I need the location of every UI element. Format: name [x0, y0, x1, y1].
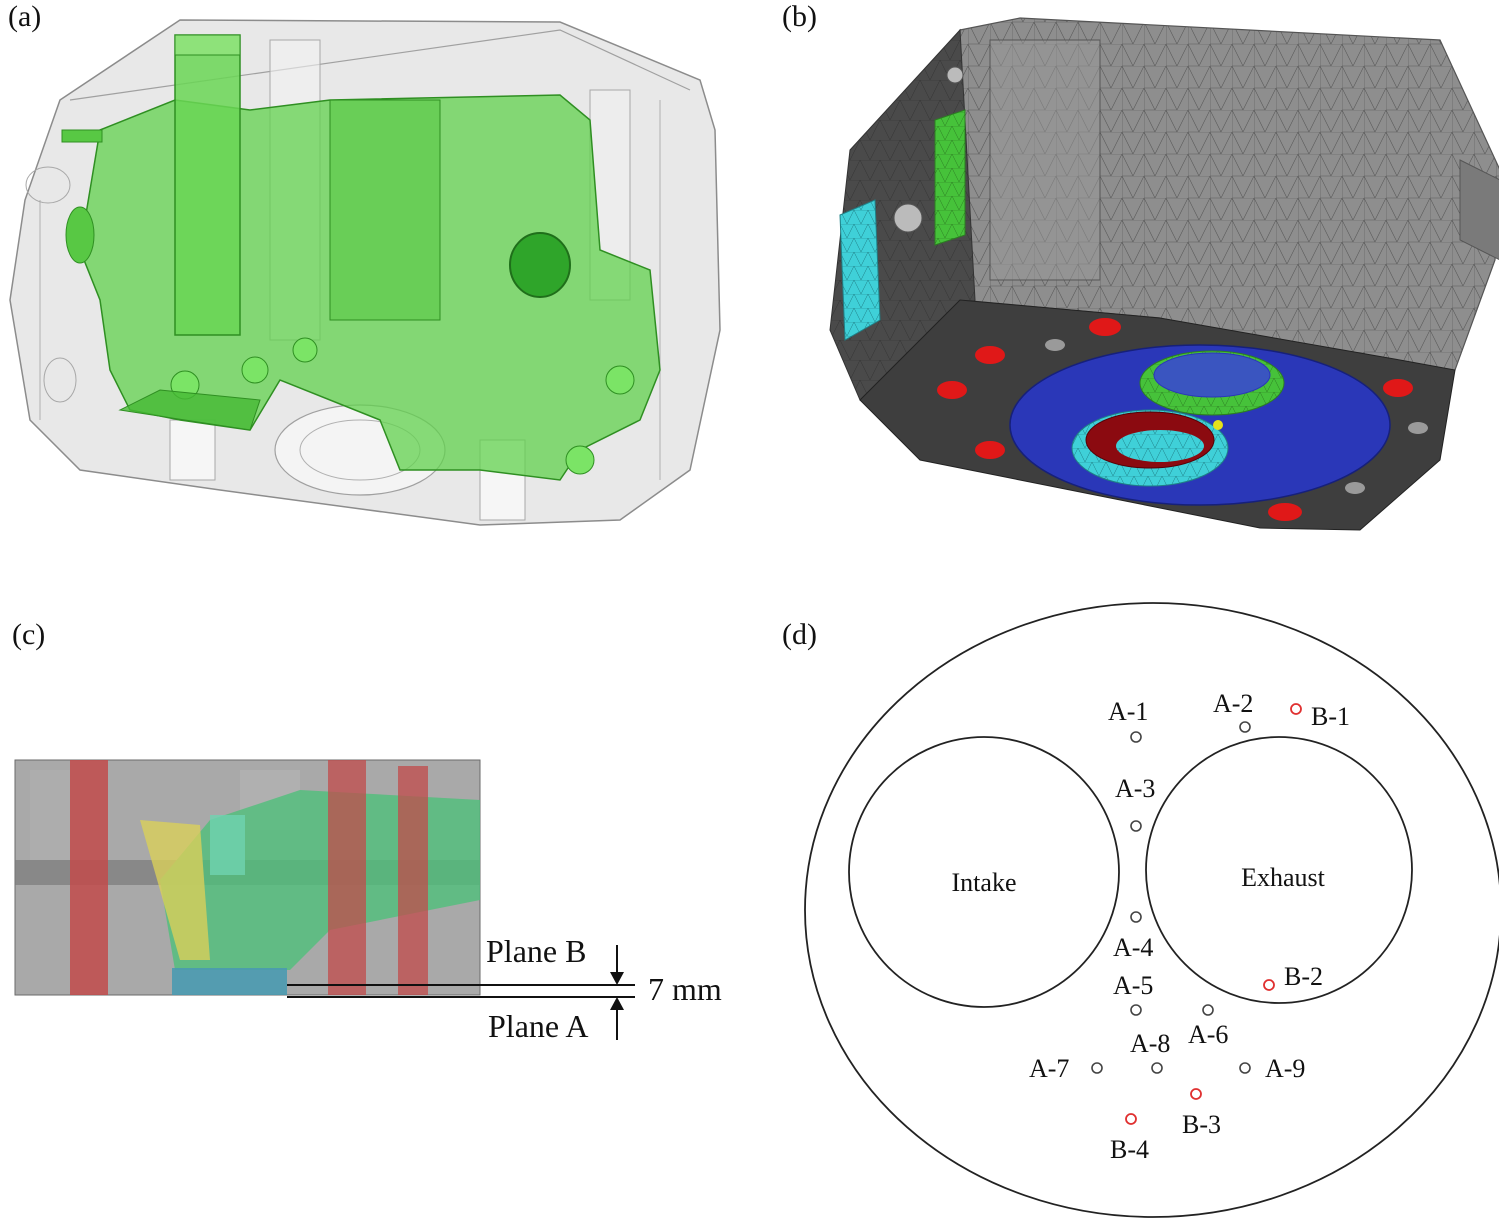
- point-label: A-5: [1113, 971, 1153, 1000]
- bore-outline: [804, 602, 1499, 1218]
- point-marker: [1091, 1062, 1103, 1074]
- point-marker: [1125, 1113, 1137, 1125]
- point-marker: [1151, 1062, 1163, 1074]
- panel-label-d: (d): [782, 618, 817, 651]
- panel-a-illustration: [9, 19, 721, 526]
- panel-c-illustration: [14, 759, 481, 996]
- point-marker: [1130, 911, 1142, 923]
- point-label: B-4: [1110, 1135, 1149, 1164]
- panel-label-b: (b): [782, 0, 817, 33]
- b-points: [1125, 703, 1302, 1125]
- a-points: [1091, 721, 1251, 1074]
- intake-valve-circle: [848, 736, 1120, 1008]
- panel-label-c: (c): [12, 618, 46, 651]
- point-label: B-3: [1182, 1110, 1221, 1139]
- point-label: A-4: [1113, 933, 1153, 962]
- point-marker: [1202, 1004, 1214, 1016]
- panel-label-a: (a): [8, 0, 42, 33]
- point-marker: [1130, 1004, 1142, 1016]
- point-label: A-7: [1029, 1054, 1069, 1083]
- point-marker: [1290, 703, 1302, 715]
- point-label: A-2: [1213, 689, 1253, 718]
- panel-d-diagram: [804, 602, 1499, 1218]
- point-label: A-1: [1108, 697, 1148, 726]
- point-marker: [1190, 1088, 1202, 1100]
- intake-label: Intake: [952, 868, 1017, 897]
- exhaust-label: Exhaust: [1241, 863, 1326, 892]
- exhaust-valve-circle: [1145, 736, 1413, 1004]
- distance-label: 7 mm: [648, 971, 722, 1007]
- point-label: A-3: [1115, 774, 1155, 803]
- plane-a-label: Plane A: [488, 1008, 588, 1044]
- arrow-down-icon: [610, 972, 624, 985]
- plane-b-label: Plane B: [486, 933, 586, 969]
- point-label: A-9: [1265, 1054, 1305, 1083]
- point-label: A-6: [1188, 1020, 1228, 1049]
- point-marker: [1130, 820, 1142, 832]
- point-label: B-2: [1284, 962, 1323, 991]
- point-label: A-8: [1130, 1029, 1170, 1058]
- panel-b-illustration: [829, 17, 1499, 531]
- point-marker: [1239, 721, 1251, 733]
- point-label: B-1: [1311, 702, 1350, 731]
- point-marker: [1239, 1062, 1251, 1074]
- point-marker: [1263, 979, 1275, 991]
- plane-annotation: [287, 945, 635, 1040]
- arrow-up-icon: [610, 997, 624, 1010]
- point-marker: [1130, 731, 1142, 743]
